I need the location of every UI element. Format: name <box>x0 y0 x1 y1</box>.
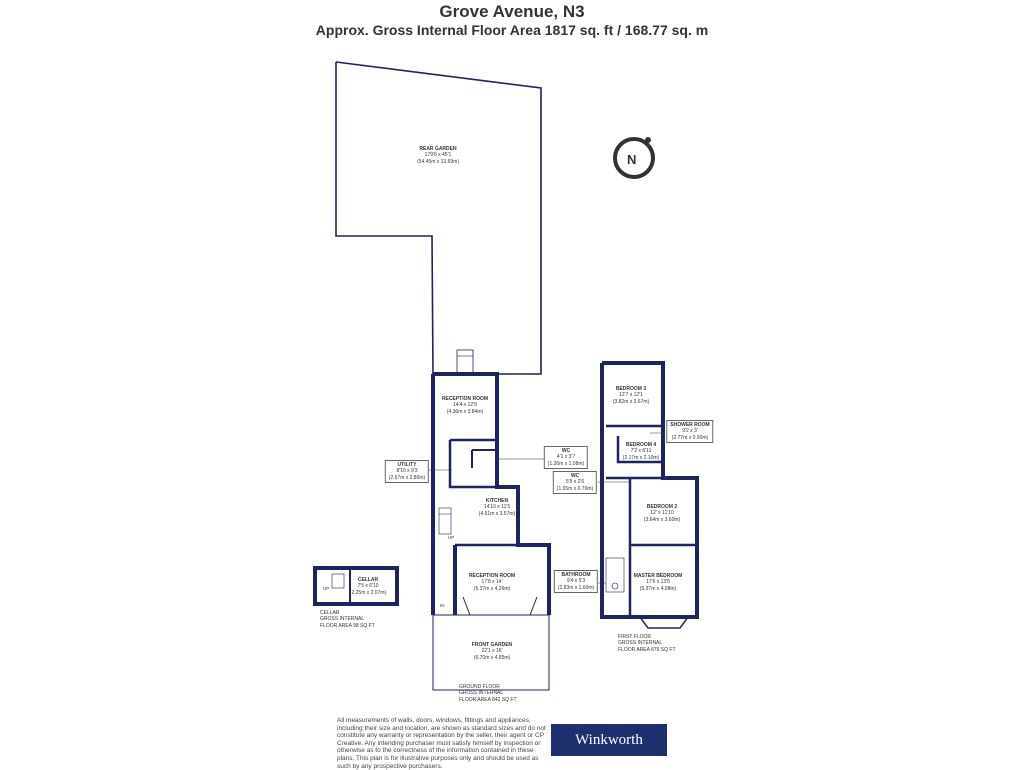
cellar-plan <box>313 566 399 606</box>
first-floor-plan <box>600 361 699 629</box>
cellar-up-marker: UP <box>323 586 330 591</box>
winkworth-logo: Winkworth <box>551 724 667 756</box>
plan-title: Grove Avenue, N3 <box>439 2 585 21</box>
entrance-in-marker: IN <box>440 603 445 608</box>
disclaimer-text: All measurements of walls, doors, window… <box>337 717 546 770</box>
compass-icon <box>613 137 655 179</box>
ground-up-marker: UP <box>448 535 455 540</box>
ground-floor-plan <box>431 349 551 691</box>
compass-north-label: N <box>627 152 637 167</box>
rear-garden-outline <box>335 61 542 375</box>
plan-subtitle: Approx. Gross Internal Floor Area 1817 s… <box>315 22 709 38</box>
